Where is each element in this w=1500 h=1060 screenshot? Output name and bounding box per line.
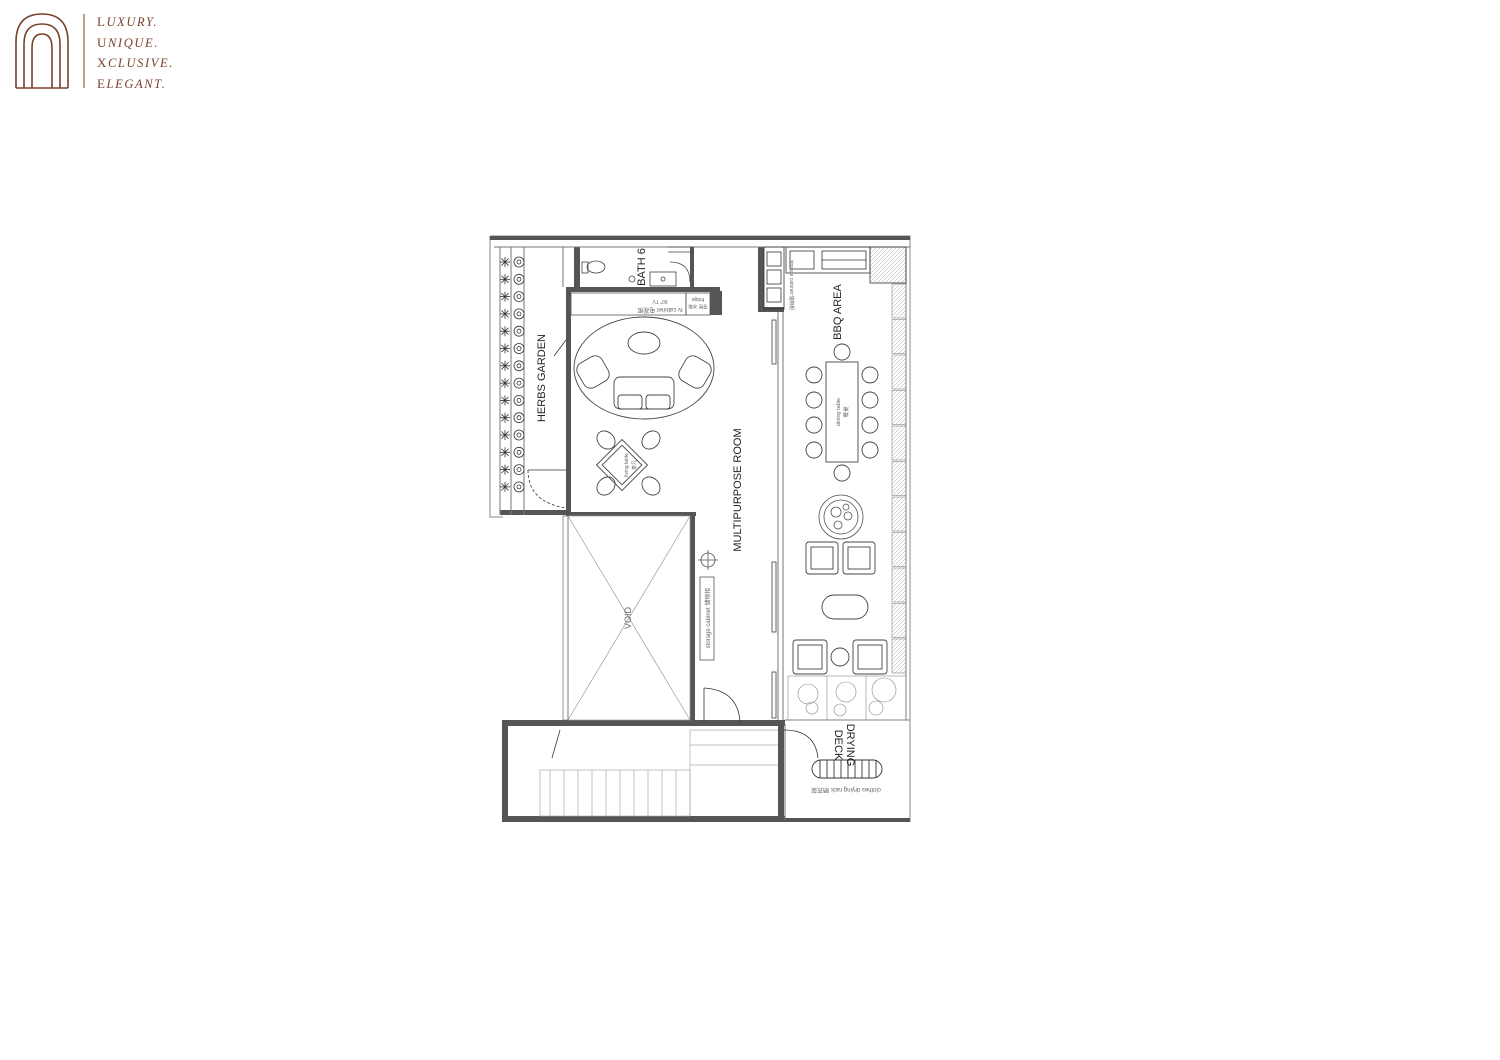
living-table-label: living table <box>624 453 630 477</box>
bath-fixtures <box>581 246 694 287</box>
garden-door <box>527 339 567 509</box>
tv-size-label: 60" TV <box>652 298 668 304</box>
staircase <box>539 729 778 817</box>
living-table-set <box>595 430 661 496</box>
plant-beds <box>787 675 907 721</box>
planter-stone <box>891 532 907 567</box>
planter-stone <box>891 603 907 638</box>
herbs-garden-label: HERBS GARDEN <box>536 334 548 422</box>
drying-deck-label-1: DRYING <box>844 724 856 767</box>
void-door <box>703 687 741 723</box>
planter-stone <box>891 496 907 532</box>
drying-deck-label-2: DECK <box>832 730 844 761</box>
planter-stone <box>891 319 907 354</box>
multipurpose-room-label: MULTIPURPOSE ROOM <box>732 428 744 551</box>
fridge-cn-label: 雪柜 冰箱 <box>688 303 708 310</box>
planter-stone <box>891 354 907 390</box>
planter-stone <box>891 283 907 319</box>
armchairs <box>792 541 888 675</box>
clothes-rack-label: clothes drying rack 晒衣架 <box>811 786 881 794</box>
herbs-planters <box>500 256 525 493</box>
planter-stone <box>891 390 907 425</box>
herb-plant-icon <box>500 481 525 493</box>
stair-door <box>551 729 819 759</box>
herb-plant-icon <box>500 291 525 303</box>
tagline-line-3: XCLUSIVE. <box>97 55 174 70</box>
herb-plant-icon <box>500 394 525 406</box>
tagline-line-2: UNIQUE. <box>97 34 159 50</box>
herb-plant-icon <box>500 273 525 285</box>
herb-plant-icon <box>500 377 525 389</box>
herb-plant-icon <box>500 446 525 458</box>
storage-cabinet <box>698 550 718 661</box>
right-cabinet-label: storage cabinet 储物柜 <box>788 260 795 311</box>
herb-plant-icon <box>500 343 525 354</box>
herb-plant-icon <box>500 325 525 337</box>
herb-plant-icon <box>500 429 525 441</box>
clothes-drying-rack <box>811 759 883 779</box>
right-planter-strip <box>891 283 907 674</box>
planter-stone <box>891 567 907 603</box>
void-label: VOID <box>623 607 633 630</box>
herb-plant-icon <box>500 256 525 268</box>
bath-label: BATH 6 <box>636 248 648 286</box>
round-table <box>818 494 864 540</box>
tagline-line-4: ELEGANT. <box>97 75 167 91</box>
lounge-seating <box>573 316 715 420</box>
herb-plant-icon <box>500 464 525 476</box>
herb-plant-icon <box>500 308 525 320</box>
sliding-doors <box>771 319 777 719</box>
dining-set <box>805 343 879 482</box>
planter-stone <box>891 638 907 674</box>
tv-cabinet <box>570 292 711 316</box>
tagline-line-1: LUXURY. <box>97 14 159 29</box>
planter-stone <box>891 425 907 461</box>
brand-logo-icon <box>15 13 85 89</box>
herb-plant-icon <box>500 360 525 372</box>
bbq-area-label: BBQ AREA <box>832 284 844 340</box>
bbq-counter <box>763 246 907 310</box>
tv-cabinet-label: tv cabinet 电视柜 <box>637 306 682 314</box>
storage-cabinet-label: storage cabinet 储物柜 <box>704 588 712 649</box>
dining-table-label: dining table <box>836 398 842 426</box>
fridge-label: fridge <box>692 296 705 302</box>
herb-plant-icon <box>500 412 525 424</box>
dining-table-cn-label: 餐桌 <box>842 406 850 418</box>
walls <box>490 236 910 822</box>
void-area <box>562 515 691 721</box>
living-table-cn-label: 茶几 <box>631 460 638 470</box>
brand-tagline: LUXURY. UNIQUE. XCLUSIVE. ELEGANT. <box>97 12 174 94</box>
planter-stone <box>891 461 907 496</box>
